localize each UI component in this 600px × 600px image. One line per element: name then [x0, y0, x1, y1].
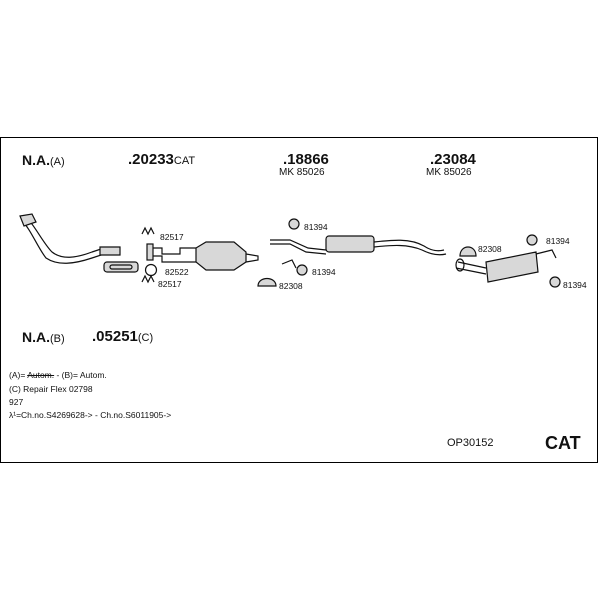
rear-silencer	[485, 251, 539, 283]
rubber-mount-mid-1	[288, 218, 300, 230]
part-number-rear-2[interactable]: 81394	[546, 236, 570, 246]
flex-gasket-inner	[109, 264, 133, 270]
rubber-mount-rear-1	[526, 234, 538, 246]
cat-outlet	[245, 253, 259, 263]
mid-pipe-lower	[270, 243, 327, 255]
rubber-mount-mid-2	[296, 264, 308, 276]
clamp-mid	[257, 277, 277, 287]
part-number-rear-1[interactable]: 82308	[478, 244, 502, 254]
rear-pipe-upper	[457, 261, 487, 269]
part-number-front-2[interactable]: 82522	[165, 267, 189, 277]
variant-a-label: N.A.(A)	[22, 152, 65, 168]
connector-flange	[146, 243, 154, 261]
note-number: 927	[9, 397, 24, 407]
mount-kit-23084: MK 85026	[426, 167, 472, 178]
front-pipe	[21, 220, 120, 264]
middle-silencer	[325, 235, 375, 253]
tail-link-lower	[373, 244, 447, 256]
cat-badge: CAT	[545, 433, 581, 453]
diagram-frame	[0, 137, 598, 463]
reference-number: OP30152	[447, 437, 494, 449]
manifold-flange	[19, 213, 37, 227]
connector-pipe-lower	[150, 255, 196, 263]
hanger-mid	[281, 259, 297, 269]
variant-b-part-code[interactable]: .05251(C)	[92, 328, 154, 345]
part-code-18866[interactable]: .18866	[283, 151, 329, 168]
mount-kit-18866: MK 85026	[279, 167, 325, 178]
part-number-mid-3[interactable]: 82308	[279, 281, 303, 291]
mid-pipe-upper	[270, 239, 327, 251]
spring-mount-1	[141, 226, 155, 236]
note-repair-flex: (C) Repair Flex 02798	[9, 384, 93, 394]
rear-pipe-lower	[455, 267, 487, 275]
rubber-mount-rear-2	[549, 276, 561, 288]
flex-gasket	[103, 261, 139, 273]
variant-b-label: N.A.(B)	[22, 329, 65, 345]
rear-silencer-inlet	[535, 249, 557, 259]
part-number-front-3[interactable]: 82517	[158, 279, 182, 289]
spring-mount-2	[141, 274, 155, 284]
part-number-mid-1[interactable]: 81394	[304, 222, 328, 232]
variant-a-part-code[interactable]: .20233CAT	[128, 151, 196, 168]
clamp-rear	[459, 246, 477, 257]
connector-pipe	[150, 247, 196, 255]
part-number-front-1[interactable]: 82517	[160, 232, 184, 242]
note-variants: (A)= Autom. - (B)= Autom.	[9, 370, 107, 380]
front-pipe-inner	[27, 218, 120, 258]
note-chassis-range: λ¹=Ch.no.S4269628-> - Ch.no.S6011905->	[9, 410, 172, 420]
tail-pipe-tip	[455, 258, 465, 272]
tail-link-upper	[373, 239, 445, 252]
part-code-23084[interactable]: .23084	[430, 151, 476, 168]
part-number-mid-2[interactable]: 81394	[312, 267, 336, 277]
catalytic-converter	[195, 241, 247, 271]
gasket-ring	[144, 263, 158, 277]
part-number-rear-3[interactable]: 81394	[563, 280, 587, 290]
pipe-joint	[99, 246, 121, 256]
